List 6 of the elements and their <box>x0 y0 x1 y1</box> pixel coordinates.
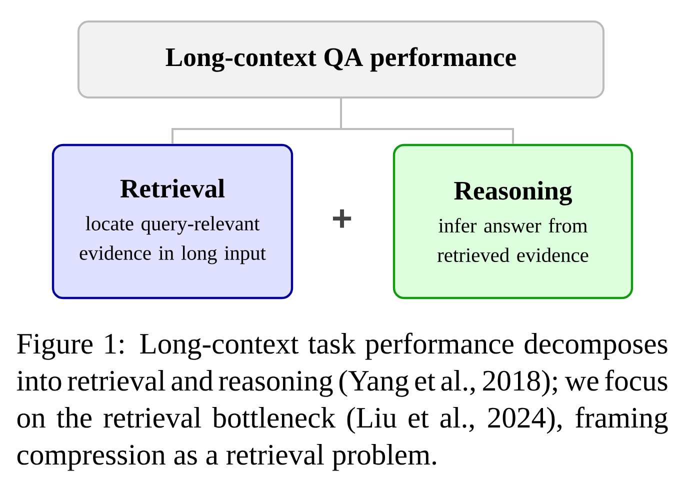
connector-line <box>172 98 514 144</box>
component-box: Retrieval locate query-relevant evidence in long input <box>52 144 294 300</box>
figure-caption: Figure 1: Long-context task performance decomposes into retrieval and reasoning (Yang et al., 2018); we focus on the retrieval bottleneck (Liu et al., 2024), framing compression as a retrieval problem. <box>16 332 668 471</box>
heading-box: Long-context QA performance <box>78 20 604 98</box>
plus-sign: + <box>333 209 352 228</box>
component-box: Reasoning infer answer from retrieved evidence <box>392 144 634 300</box>
